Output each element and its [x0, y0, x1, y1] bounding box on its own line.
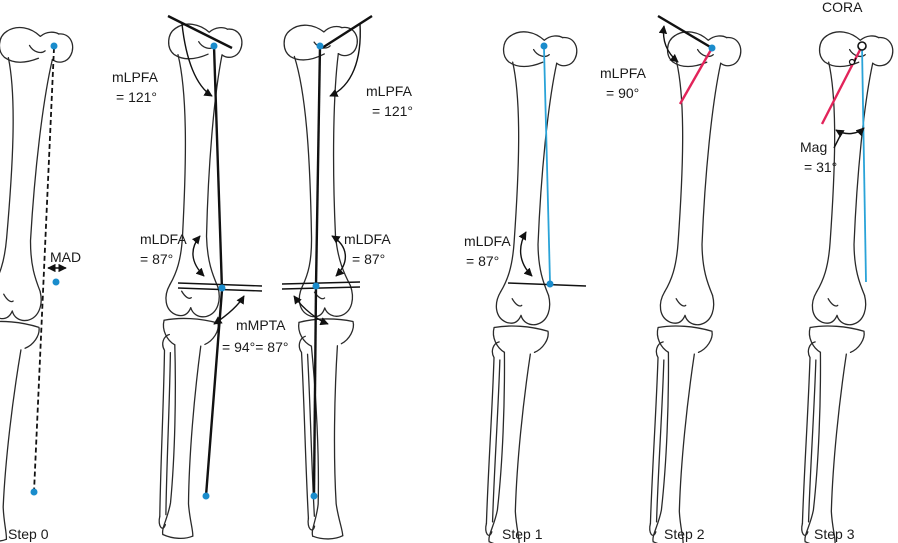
knee-line-right-b — [281, 286, 361, 290]
mldfa-arc-step1 — [518, 231, 533, 277]
ankle-center-dot — [30, 488, 38, 496]
femoral-mechanical-axis-step1 — [543, 47, 551, 283]
cora-point — [857, 41, 867, 51]
mlpfa-value-left: = 121° — [116, 89, 157, 105]
neck-line-right — [321, 14, 373, 50]
leg-measure-left — [142, 22, 244, 541]
mlpfa-label-step2: mLPFA — [600, 65, 647, 81]
right-ankle-dot — [310, 492, 318, 500]
mag-leader — [833, 135, 841, 149]
mldfa-arc-right — [331, 235, 346, 277]
hip-center-dot — [50, 42, 58, 50]
femur-axis-left — [212, 45, 224, 291]
neck-line-step2 — [657, 14, 713, 50]
mlpfa-value-step2: = 90° — [606, 85, 639, 101]
step-1-caption: Step 1 — [502, 526, 543, 542]
mechanical-axis-dashed — [33, 47, 55, 493]
leg-step1 — [468, 29, 579, 543]
mldfa-arc-left — [191, 235, 205, 277]
mlpfa-label-left: mLPFA — [112, 69, 159, 85]
mmpta-arc-left — [213, 295, 245, 325]
leg-step3 — [784, 29, 895, 543]
left-hip-dot — [210, 42, 218, 50]
mldfa-value-right: = 87° — [352, 251, 385, 267]
mlpfa-arc-right — [329, 23, 361, 97]
hip-dot-step2 — [708, 44, 716, 52]
mechanical-axis-step3 — [861, 45, 867, 283]
mmpta-arc-right — [293, 295, 329, 326]
mad-label: MAD — [50, 249, 81, 265]
mag-value: = 31° — [804, 159, 837, 175]
femur-axis-right — [314, 45, 322, 287]
mlpfa-arc-left — [181, 23, 213, 97]
mlpfa-label-right: mLPFA — [366, 83, 413, 99]
mlpfa-value-right: = 121° — [372, 103, 413, 119]
cora-label: CORA — [822, 0, 863, 15]
knee-line-right-a — [281, 281, 361, 285]
mmpta-values: = 94°= 87° — [222, 339, 288, 355]
mldfa-value-left: = 87° — [140, 251, 173, 267]
step-3-caption: Step 3 — [814, 526, 855, 542]
knee-line-left-a — [177, 282, 263, 287]
left-knee-dot — [218, 284, 226, 292]
hip-dot-step1 — [540, 42, 548, 50]
right-knee-dot — [312, 282, 320, 290]
cora-secondary — [848, 58, 856, 66]
step-2-caption: Step 2 — [664, 526, 705, 542]
left-ankle-dot — [202, 492, 210, 500]
neck-line-left — [167, 14, 233, 50]
mldfa-label-left: mLDFA — [140, 231, 187, 247]
leg-step2 — [632, 29, 743, 543]
mag-label: Mag — [800, 139, 827, 155]
mag-arc — [835, 127, 865, 138]
mlpfa-arc-step2 — [658, 25, 679, 63]
leg-step0 — [0, 25, 75, 543]
mldfa-label-step1: mLDFA — [464, 233, 511, 249]
step-0-caption: Step 0 — [8, 526, 49, 542]
knee-dot-step1 — [546, 280, 554, 288]
correction-line-step3 — [820, 45, 864, 125]
mmpta-label: mMPTA — [236, 317, 286, 333]
mldfa-value-step1: = 87° — [466, 253, 499, 269]
mldfa-label-right: mLDFA — [344, 231, 391, 247]
knee-center-dot — [52, 278, 60, 286]
right-hip-dot — [316, 42, 324, 50]
correction-line-step2 — [678, 47, 714, 105]
